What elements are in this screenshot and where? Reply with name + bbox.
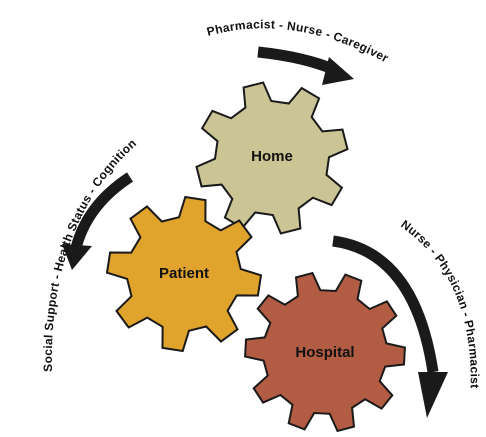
gear-patient: Patient	[105, 195, 263, 353]
arrow-top-head	[322, 57, 354, 85]
gear-hospital-shape	[244, 271, 406, 433]
gear-hospital: Hospital	[244, 271, 406, 433]
gear-home: Home	[195, 81, 349, 235]
gear-patient-label: Patient	[159, 265, 209, 282]
arrow-left-head	[62, 244, 92, 270]
gear-hospital-label: Hospital	[295, 344, 354, 361]
gear-home-shape	[195, 81, 349, 235]
gear-home-label: Home	[251, 148, 293, 165]
arrow-top	[257, 46, 338, 76]
arrow-right-head	[418, 372, 448, 418]
arrow-left	[70, 172, 134, 250]
gear-patient-shape	[105, 195, 263, 353]
arrow-right	[332, 235, 439, 373]
